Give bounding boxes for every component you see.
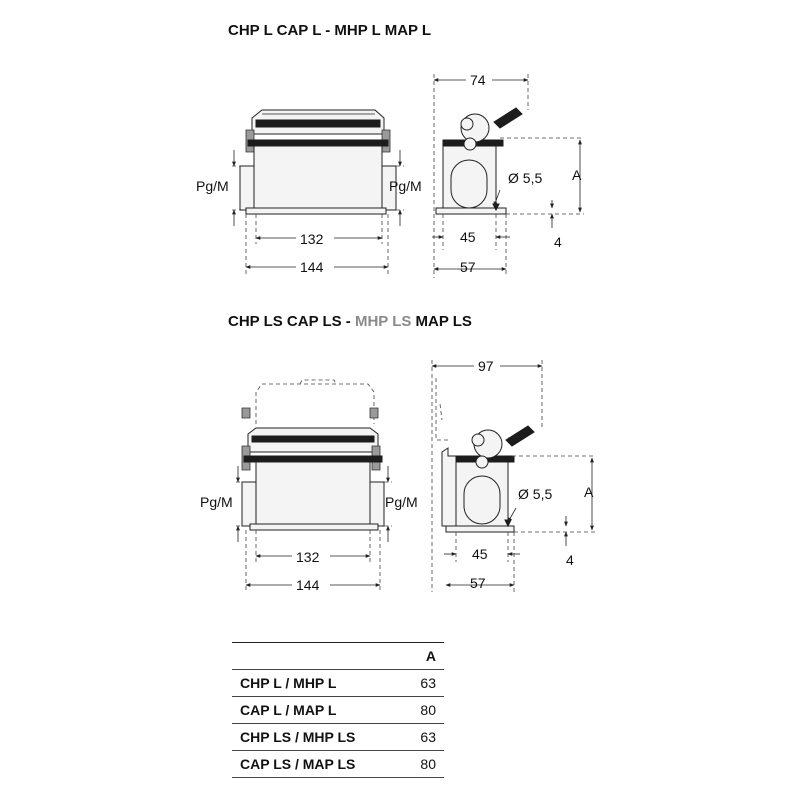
top-hole-label: Ø 5,5 [508,170,542,186]
bottom-side-width-label: 97 [478,358,494,374]
table-row: CHP LS / MHP LS 63 [232,723,444,751]
dimension-table: A CHP L / MHP L 63 CAP L / MAP L 80 CHP … [232,642,444,778]
top-side-view [432,74,584,278]
top-foot-width-label: 57 [460,259,476,275]
bottom-title-part-grey: MHP LS [354,313,412,330]
table-row-value: 80 [420,756,436,772]
table-header-a: A [425,648,436,664]
top-height-label: A [572,167,582,183]
top-title: CHP L CAP L - MHP L MAP L [228,22,432,39]
table-row-label: CHP LS / MHP LS [240,729,356,745]
top-width-inner-label: 132 [300,231,324,247]
top-width-outer-label: 144 [300,259,324,275]
bottom-width-outer-label: 144 [296,577,320,593]
table-row: CHP L / MHP L 63 [232,669,444,697]
top-foot-height-label: 4 [554,234,562,250]
table-row: CAP LS / MAP LS 80 [232,750,444,778]
table-row-label: CHP L / MHP L [240,675,337,691]
bottom-foot-width-label: 57 [470,575,486,591]
bottom-title: CHP LS CAP LS - MHP LS MAP LS [228,313,472,330]
bottom-base-width-label: 45 [472,546,488,562]
bottom-height-label: A [584,484,594,500]
table-row-label: CAP L / MAP L [240,702,337,718]
bottom-pg-left-label: Pg/M [200,494,233,510]
bottom-title-part-a: CHP LS CAP LS - [228,313,355,330]
top-base-width-label: 45 [460,229,476,245]
bottom-width-inner-label: 132 [296,549,320,565]
table-row-label: CAP LS / MAP LS [240,756,356,772]
top-side-width-label: 74 [470,72,486,88]
bottom-foot-height-label: 4 [566,552,574,568]
bottom-title-part-c: MAP LS [411,313,472,330]
top-pg-left-label: Pg/M [196,178,229,194]
table-row: CAP L / MAP L 80 [232,696,444,724]
bottom-side-view [431,360,596,592]
table-header-row: A [232,642,444,670]
top-front-view [232,109,404,274]
table-row-value: 63 [420,729,436,745]
bottom-hole-label: Ø 5,5 [518,486,552,502]
table-row-value: 80 [420,702,436,718]
bottom-pg-right-label: Pg/M [385,494,418,510]
bottom-front-view [236,379,392,592]
table-header-blank [232,643,390,670]
table-row-value: 63 [420,675,436,691]
top-pg-right-label: Pg/M [389,178,422,194]
